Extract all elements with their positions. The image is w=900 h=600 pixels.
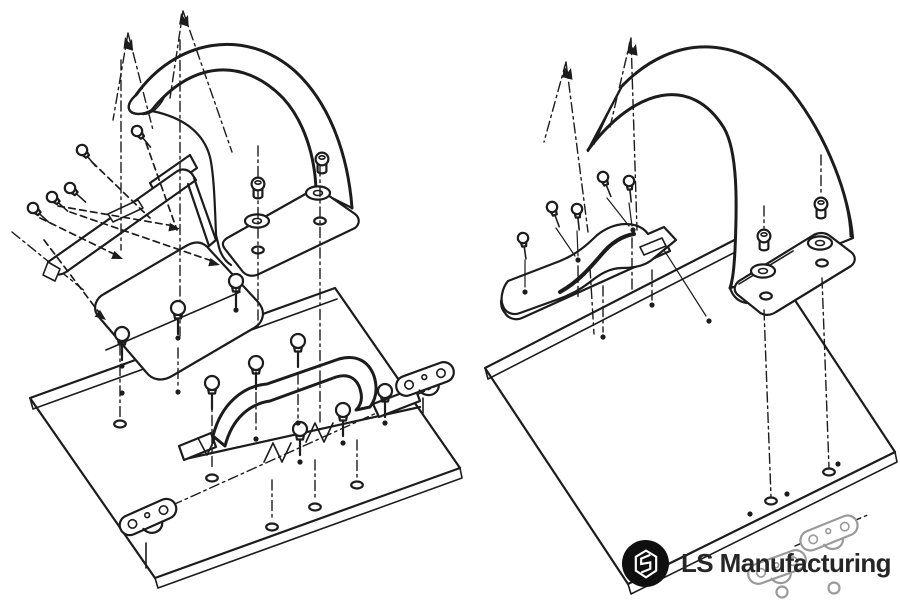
strap-foot-plate xyxy=(733,231,856,316)
pan-screw xyxy=(516,231,533,261)
pan-screw xyxy=(622,174,638,204)
screw-tip-dots xyxy=(119,307,388,465)
center-axes xyxy=(543,37,871,547)
arch-strap xyxy=(586,45,855,305)
cleat-right xyxy=(392,358,461,414)
pan-screw xyxy=(24,199,54,228)
brand-lockup: LS Manufacturing xyxy=(622,540,892,587)
fasteners xyxy=(516,169,829,340)
washer xyxy=(304,185,332,201)
loose-cleats xyxy=(744,511,865,599)
pan-screw xyxy=(595,169,617,200)
pan-screw xyxy=(61,179,91,208)
pan-screw xyxy=(73,141,101,171)
exploded-view xyxy=(11,10,463,589)
assembled-view xyxy=(483,37,898,599)
base-plate xyxy=(483,230,898,595)
pan-screw xyxy=(544,199,566,230)
washer xyxy=(806,235,834,251)
washer xyxy=(749,263,777,279)
ls-monogram-icon xyxy=(622,540,669,587)
cleat-left xyxy=(115,494,184,569)
brand-wordmark: LS Manufacturing xyxy=(681,548,892,578)
washer xyxy=(243,213,271,229)
pan-screw xyxy=(128,122,156,152)
pan-screw xyxy=(570,202,586,232)
leader-lines xyxy=(39,142,223,325)
